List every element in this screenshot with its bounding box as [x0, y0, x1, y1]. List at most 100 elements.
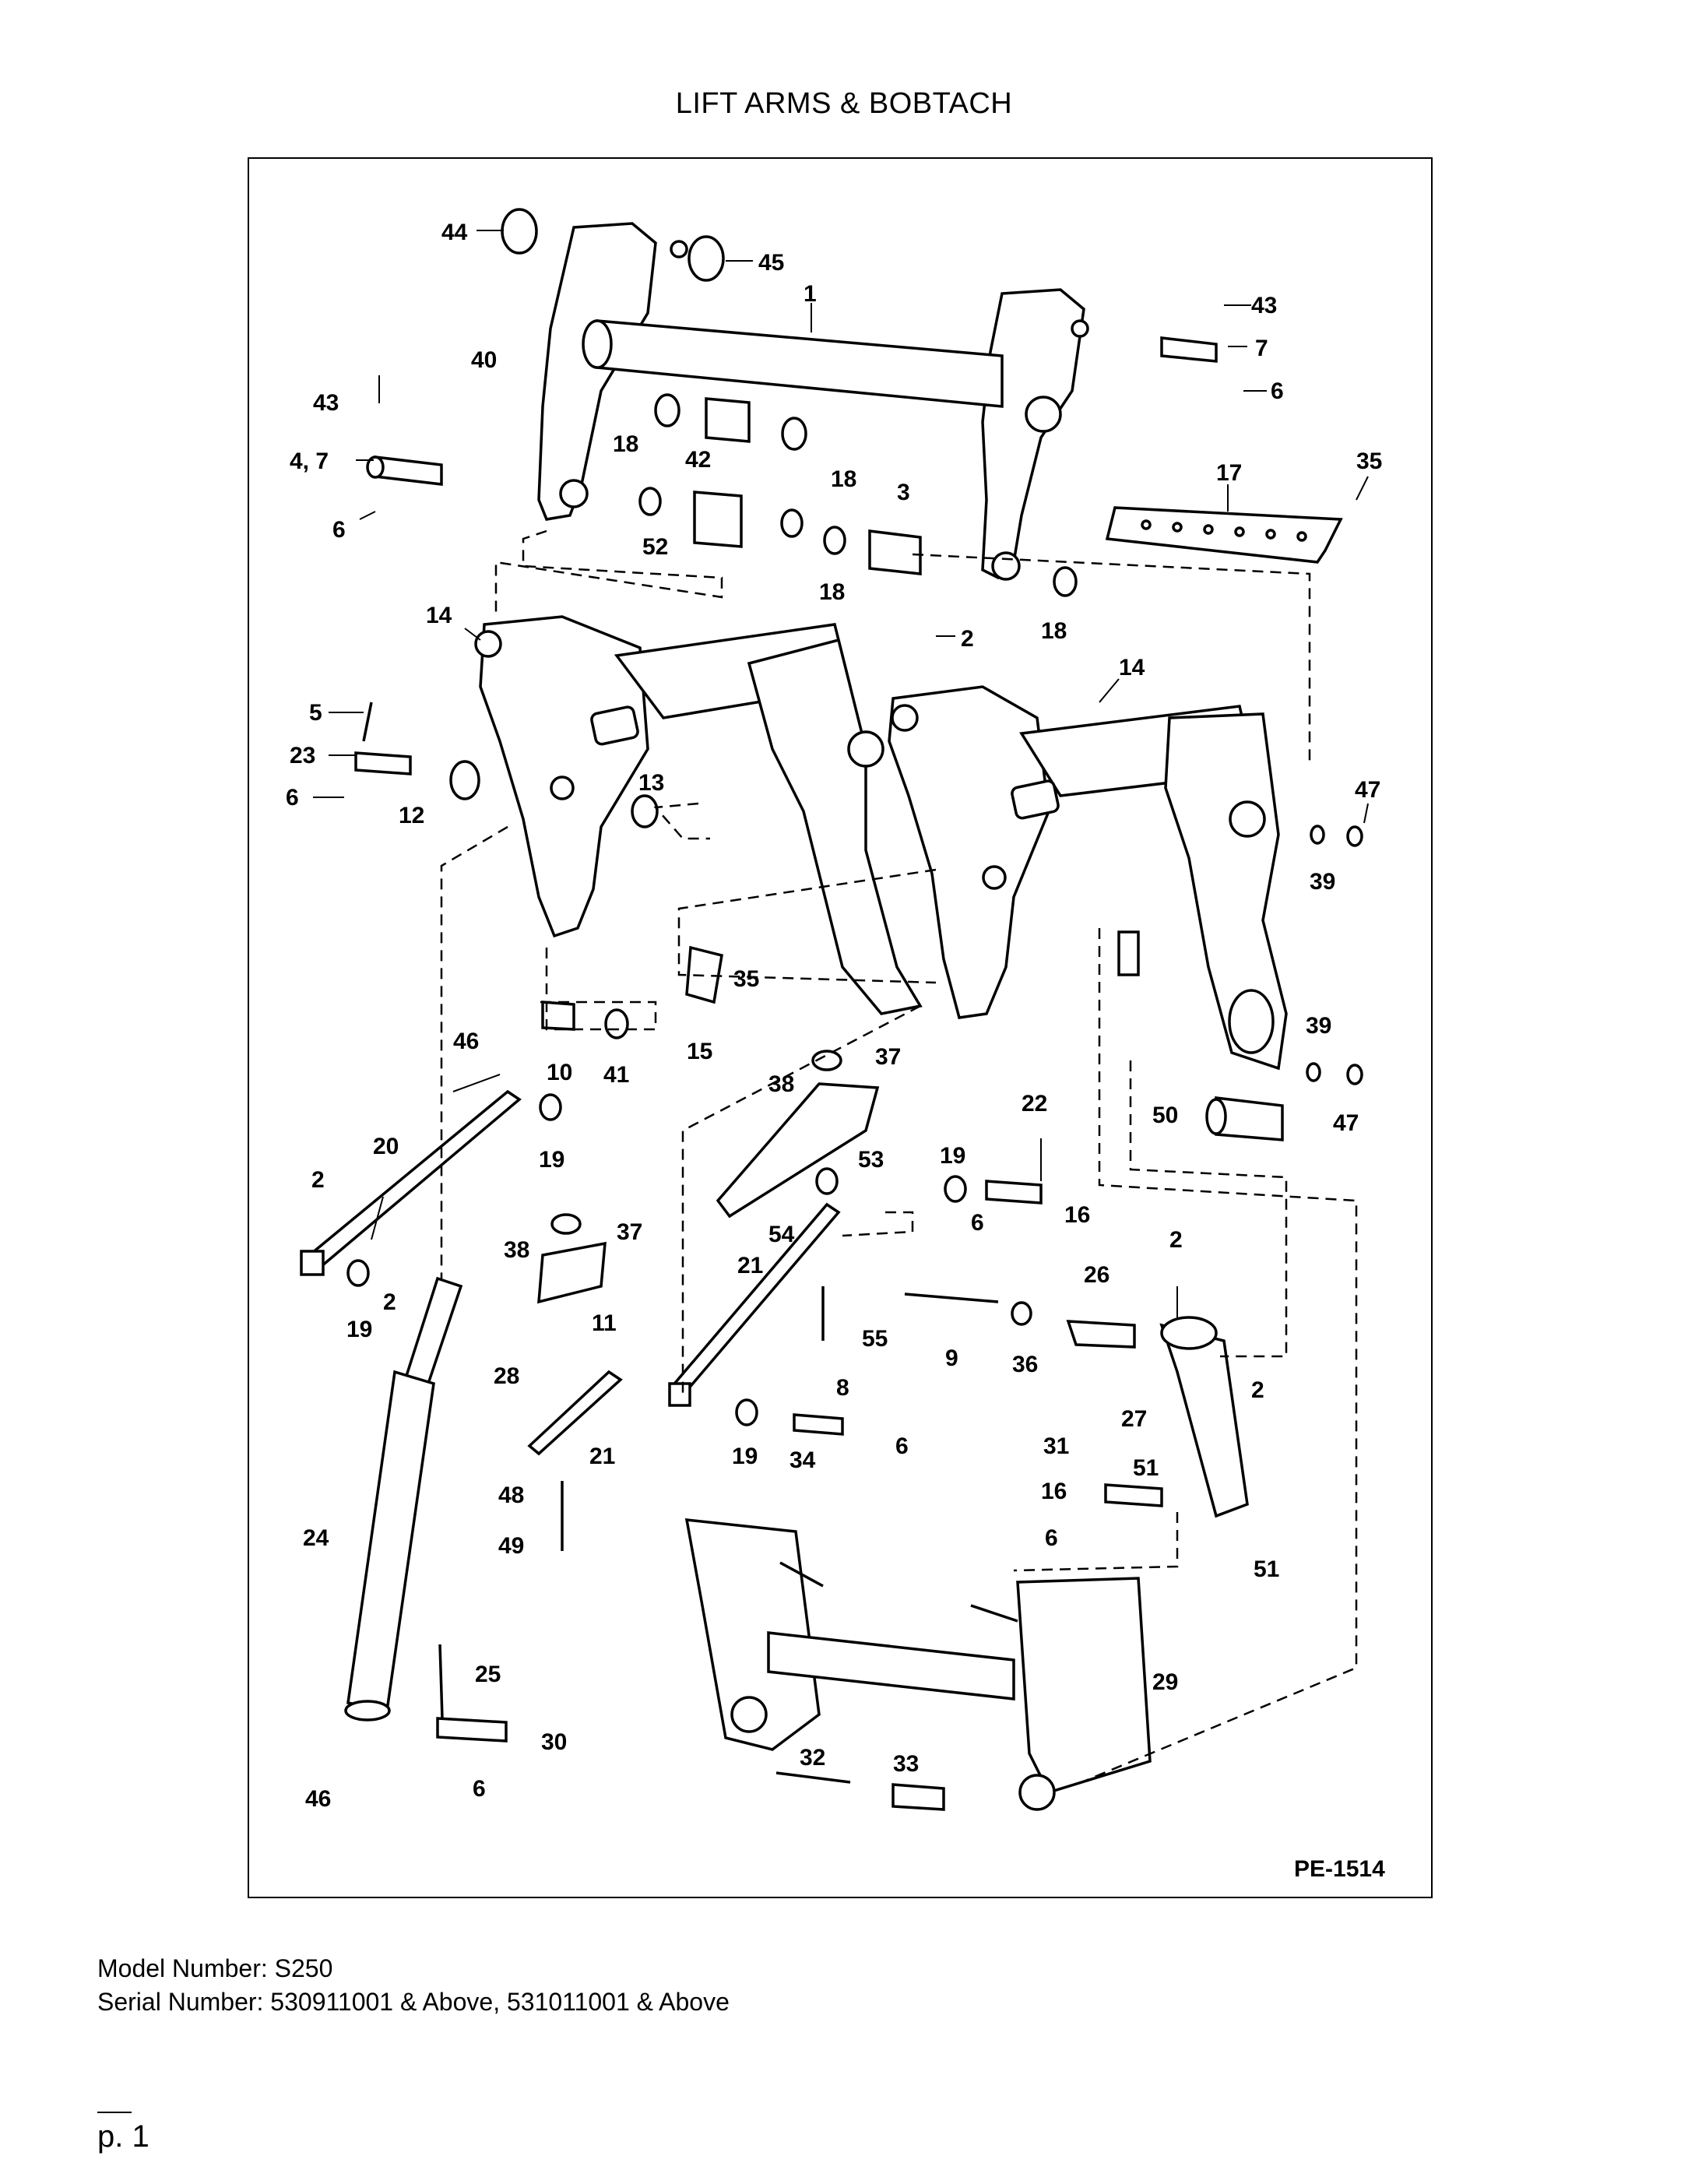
page-number: p. 1 — [97, 2119, 149, 2154]
callout: 12 — [399, 803, 424, 828]
callout: 8 — [836, 1375, 849, 1401]
callout: 4, 7 — [290, 448, 329, 474]
callout: 29 — [1152, 1669, 1178, 1695]
assembly-guide-lines — [440, 529, 1358, 1786]
callout: 7 — [1255, 336, 1268, 361]
callout: 37 — [617, 1219, 642, 1245]
callout: 46 — [305, 1786, 331, 1812]
callout: 25 — [475, 1662, 501, 1687]
callout: 47 — [1355, 777, 1380, 803]
callout: 43 — [313, 390, 339, 416]
callout: 52 — [642, 534, 668, 560]
callout: 16 — [1041, 1479, 1067, 1504]
page-number-rule — [97, 2112, 132, 2113]
callout: 45 — [758, 250, 784, 276]
right-lift-arm — [888, 685, 1288, 1071]
callout: 17 — [1216, 460, 1242, 486]
bobtach-29 — [684, 1518, 1152, 1811]
callout: 6 — [473, 1776, 486, 1802]
callout: 49 — [498, 1533, 524, 1559]
tilt-link-20 — [300, 1089, 562, 1287]
leader-lines — [313, 230, 1369, 1317]
diagram-frame: 44 45 1 43 7 6 40 43 4, 7 6 18 42 18 3 5… — [248, 157, 1433, 1898]
callout: 28 — [494, 1363, 519, 1389]
callout: 31 — [1043, 1433, 1069, 1459]
callout: 26 — [1084, 1262, 1110, 1288]
callout: 43 — [1251, 293, 1277, 318]
model-number: Model Number: S250 — [97, 1954, 333, 1982]
callout: 14 — [426, 603, 452, 628]
callout: 44 — [441, 220, 468, 245]
callout: 27 — [1121, 1406, 1147, 1432]
callout: 15 — [687, 1039, 712, 1064]
callout: 47 — [1333, 1110, 1359, 1136]
callout-numbers: 44 45 1 43 7 6 40 43 4, 7 6 18 42 18 3 5… — [286, 220, 1382, 1812]
lift-cylinder-24 — [344, 1276, 508, 1743]
callout: 18 — [831, 466, 856, 492]
callout: 41 — [603, 1062, 629, 1088]
callout: 21 — [589, 1444, 615, 1469]
tilt-link-21 — [668, 1050, 880, 1407]
callout: 30 — [541, 1729, 567, 1755]
callout: 19 — [940, 1143, 965, 1169]
callout: 38 — [504, 1237, 529, 1263]
callout: 2 — [961, 626, 974, 652]
callout: 6 — [286, 785, 299, 811]
callout: 18 — [819, 579, 845, 605]
callout: 54 — [768, 1222, 795, 1247]
callout: 1 — [804, 281, 817, 307]
callout: 39 — [1310, 869, 1335, 895]
callout: 6 — [1271, 378, 1284, 404]
callout: 24 — [303, 1525, 329, 1551]
callout: 33 — [893, 1751, 919, 1777]
callout: 2 — [383, 1289, 396, 1315]
callout: 21 — [737, 1253, 763, 1278]
callout: 2 — [1251, 1377, 1264, 1403]
leveling-parts — [527, 1213, 623, 1551]
callout: 20 — [373, 1134, 399, 1159]
step-plate — [1105, 506, 1343, 564]
callout: 32 — [800, 1745, 825, 1771]
callout: 22 — [1022, 1091, 1047, 1117]
callout: 2 — [1169, 1227, 1183, 1253]
callout: 55 — [862, 1326, 888, 1352]
pivot-bushings — [366, 208, 1218, 597]
callout: 23 — [290, 743, 315, 768]
callout: 19 — [732, 1444, 758, 1469]
tilt-cylinder-27 — [735, 1175, 1249, 1518]
callout: 39 — [1306, 1013, 1331, 1039]
callout: 53 — [858, 1147, 884, 1173]
callout: 51 — [1254, 1556, 1279, 1582]
callout: 13 — [638, 770, 664, 796]
page-title: LIFT ARMS & BOBTACH — [675, 87, 1013, 120]
callout: 9 — [945, 1345, 958, 1371]
callout: 38 — [768, 1071, 794, 1097]
callout: 34 — [789, 1447, 816, 1473]
callout: 37 — [875, 1044, 901, 1070]
callout: 19 — [539, 1147, 564, 1173]
callout: 42 — [685, 447, 711, 473]
callout: 19 — [346, 1317, 372, 1342]
callout: 18 — [1041, 618, 1067, 644]
callout: 48 — [498, 1482, 524, 1508]
callout: 6 — [1045, 1525, 1058, 1551]
callout: 46 — [453, 1029, 479, 1054]
exploded-parts-diagram: 44 45 1 43 7 6 40 43 4, 7 6 18 42 18 3 5… — [286, 208, 1385, 1882]
callout: 14 — [1119, 655, 1145, 681]
callout: 16 — [1064, 1202, 1090, 1228]
left-lift-arm — [474, 615, 923, 1015]
callout: 18 — [613, 431, 638, 457]
callout: 35 — [733, 966, 759, 992]
callout: 6 — [895, 1433, 909, 1459]
arm-hardware — [354, 702, 1363, 1141]
callout: 10 — [547, 1060, 572, 1085]
callout: 5 — [309, 700, 322, 726]
callout: 6 — [332, 517, 346, 543]
callout: 3 — [897, 480, 910, 505]
callout: 35 — [1356, 448, 1382, 474]
diagram-reference-code: PE-1514 — [1294, 1856, 1385, 1882]
callout: 6 — [971, 1210, 984, 1236]
callout: 2 — [311, 1167, 325, 1193]
callout: 40 — [471, 347, 497, 373]
callout: 11 — [592, 1310, 617, 1336]
